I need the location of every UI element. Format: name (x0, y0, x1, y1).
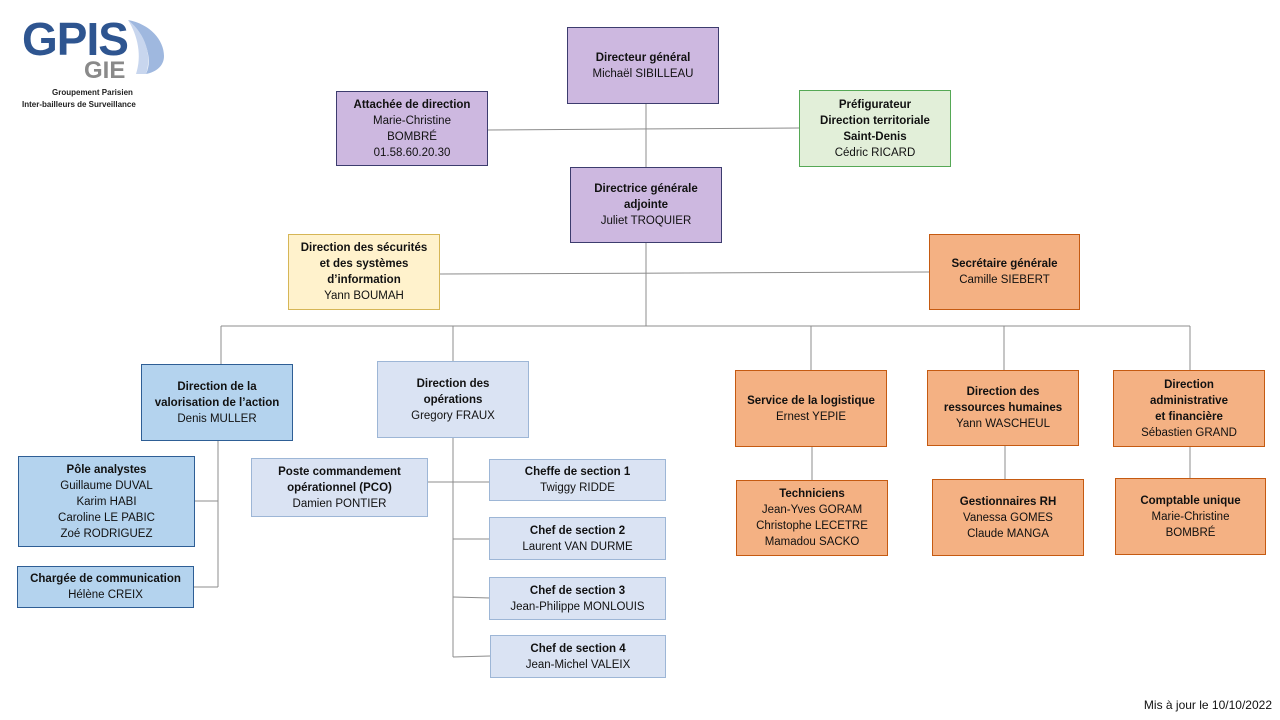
node-title: Pôle analystes (66, 463, 147, 476)
node-title: Direction de la valorisation de l’action (154, 380, 280, 409)
node-title: Chargée de communication (30, 573, 181, 585)
node-title: Service de la logistique (747, 394, 875, 407)
node-line: BOMBRÉ (1165, 526, 1216, 539)
node-title: Direction administrative et financière (1150, 378, 1228, 423)
node-title: Direction des opérations (416, 377, 490, 406)
node-line: Marie-Christine (1151, 510, 1230, 523)
node-line: Caroline LE PABIC (58, 511, 155, 524)
node-line: Zoé RODRIGUEZ (60, 527, 153, 540)
node-line: BOMBRÉ (387, 130, 437, 143)
node-attachee-direction: Attachée de direction Marie-Christine BO… (336, 91, 488, 166)
node-line: Claude MANGA (967, 527, 1049, 540)
node-secretaire-generale: Secrétaire générale Camille SIEBERT (929, 234, 1080, 310)
node-title: Cheffe de section 1 (524, 466, 631, 478)
node-pole-analystes: Pôle analystes Guillaume DUVAL Karim HAB… (18, 456, 195, 547)
node-title: Direction des ressources humaines (943, 386, 1063, 414)
node-line: Christophe LECETRE (756, 520, 868, 532)
node-line: Karim HABI (76, 495, 137, 508)
node-line: Ernest YEPIE (775, 410, 847, 423)
node-line: Vanessa GOMES (963, 511, 1053, 524)
node-line: Yann BOUMAH (324, 290, 404, 302)
node-direction-valorisation: Direction de la valorisation de l’action… (141, 364, 293, 441)
node-line: Cédric RICARD (834, 146, 916, 159)
node-title: Techniciens (779, 488, 845, 500)
node-direction-administrative-financiere: Direction administrative et financière S… (1113, 370, 1265, 447)
node-line: Juliet TROQUIER (600, 215, 692, 227)
node-title: Chef de section 2 (529, 524, 626, 537)
node-title: Gestionnaires RH (959, 495, 1057, 508)
node-line: Gregory FRAUX (411, 409, 495, 422)
update-date: Mis à jour le 10/10/2022 (1143, 698, 1272, 712)
node-service-logistique: Service de la logistique Ernest YEPIE (735, 370, 887, 447)
node-line: Marie-Christine (373, 114, 451, 127)
node-title: Direction des sécurités et des systèmes … (300, 242, 428, 286)
gpis-logo: GPIS GIE Groupement Parisien Inter-baill… (20, 14, 170, 114)
logo-gie-text: GIE (84, 57, 126, 84)
node-line: 01.58.60.20.30 (373, 146, 451, 159)
node-directrice-generale-adjointe: Directrice générale adjointe Juliet TROQ… (570, 167, 722, 243)
node-line: Guillaume DUVAL (60, 479, 153, 492)
node-direction-operations: Direction des opérations Gregory FRAUX (377, 361, 529, 438)
logo-subtitle-2: Inter-bailleurs de Surveillance (22, 100, 136, 109)
node-section-4: Chef de section 4 Jean-Michel VALEIX (490, 635, 666, 678)
node-title: Chef de section 3 (529, 584, 626, 597)
node-directeur-general: Directeur général Michaël SIBILLEAU (567, 27, 719, 104)
node-line: Yann WASCHEUL (956, 418, 1050, 430)
node-direction-rh: Direction des ressources humaines Yann W… (927, 370, 1079, 446)
node-line: Sébastien GRAND (1141, 426, 1237, 439)
node-comptable-unique: Comptable unique Marie-Christine BOMBRÉ (1115, 478, 1266, 555)
node-line: Laurent VAN DURME (522, 540, 633, 553)
node-line: Denis MULLER (177, 412, 257, 425)
node-line: Michaël SIBILLEAU (592, 67, 694, 80)
node-pco: Poste commandement opérationnel (PCO) Da… (251, 458, 428, 517)
node-title: Comptable unique (1140, 494, 1241, 507)
node-line: Twiggy RIDDE (540, 482, 615, 494)
node-section-3: Chef de section 3 Jean-Philippe MONLOUIS (489, 577, 666, 620)
node-section-1: Cheffe de section 1 Twiggy RIDDE (489, 459, 666, 501)
node-chargee-communication: Chargée de communication Hélène CREIX (17, 566, 194, 608)
node-title: Préfigurateur Direction territoriale Sai… (820, 98, 930, 143)
node-direction-securites: Direction des sécurités et des systèmes … (288, 234, 440, 310)
logo-gpis-text: GPIS (22, 13, 129, 65)
node-title: Secrétaire générale (951, 258, 1058, 270)
node-gestionnaires-rh: Gestionnaires RH Vanessa GOMES Claude MA… (932, 479, 1084, 556)
logo-subtitle-1: Groupement Parisien (52, 88, 133, 97)
node-line: Jean-Michel VALEIX (525, 658, 631, 671)
node-title: Chef de section 4 (530, 642, 626, 655)
node-line: Jean-Philippe MONLOUIS (510, 600, 645, 613)
node-line: Damien PONTIER (292, 497, 387, 510)
node-title: Poste commandement opérationnel (PCO) (278, 465, 401, 494)
node-section-2: Chef de section 2 Laurent VAN DURME (489, 517, 666, 560)
node-line: Hélène CREIX (68, 589, 143, 601)
node-line: Jean-Yves GORAM (761, 504, 863, 516)
node-techniciens: Techniciens Jean-Yves GORAM Christophe L… (736, 480, 888, 556)
node-line: Camille SIEBERT (959, 274, 1050, 286)
node-line: Mamadou SACKO (764, 536, 860, 548)
sail-icon (128, 20, 164, 74)
node-title: Directeur général (595, 51, 691, 64)
node-title: Directrice générale adjointe (594, 183, 698, 211)
node-prefigurateur: Préfigurateur Direction territoriale Sai… (799, 90, 951, 167)
node-title: Attachée de direction (353, 98, 471, 111)
